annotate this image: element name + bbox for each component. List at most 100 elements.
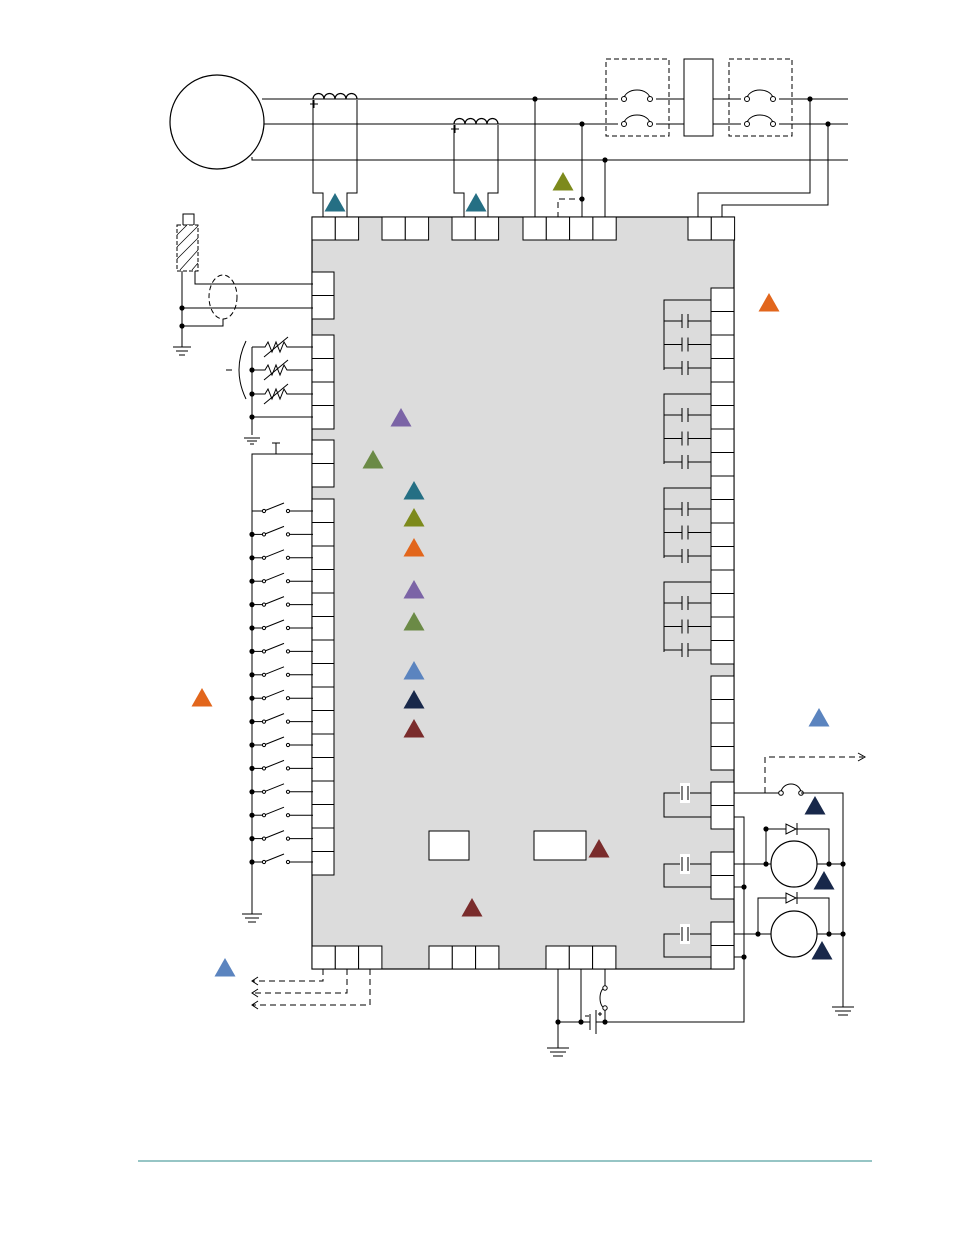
capacitor-gap xyxy=(680,854,690,874)
terminal xyxy=(710,428,735,453)
capacitor-gap xyxy=(680,924,690,944)
terminal xyxy=(710,593,735,618)
terminal xyxy=(311,851,335,876)
terminal xyxy=(710,546,735,571)
terminal xyxy=(311,358,335,383)
terminal xyxy=(311,405,335,430)
terminal xyxy=(475,945,500,970)
capacitor-gap xyxy=(680,783,690,803)
terminal xyxy=(311,639,335,664)
terminal xyxy=(710,746,735,771)
terminal xyxy=(311,663,335,688)
voltage-sensing xyxy=(532,96,608,218)
terminal xyxy=(311,710,335,735)
marker-triangle-list-2 xyxy=(403,508,425,527)
terminal xyxy=(311,295,335,320)
marker-triangle-comm-port xyxy=(588,839,610,858)
relay-common xyxy=(663,299,711,370)
current-transformer-2 xyxy=(451,117,499,218)
terminal xyxy=(311,334,335,359)
common-return xyxy=(605,816,747,1023)
marker-triangle-list-4 xyxy=(403,580,425,599)
contact-switch xyxy=(263,549,285,559)
terminal xyxy=(710,475,735,500)
terminal xyxy=(687,216,712,241)
marker-triangle-ct2 xyxy=(465,193,487,212)
relay-common xyxy=(663,393,711,464)
terminal xyxy=(311,757,335,782)
contact-pin xyxy=(261,813,267,818)
marker-triangle-comm-out xyxy=(214,958,236,977)
terminal xyxy=(311,522,335,547)
contact-switch xyxy=(263,619,285,629)
terminal xyxy=(474,216,500,241)
terminal xyxy=(710,358,735,383)
breaker-right xyxy=(728,58,793,137)
terminal xyxy=(545,945,570,970)
marker-triangle-contact-inputs xyxy=(191,688,213,707)
terminal xyxy=(710,499,735,524)
contact-switch xyxy=(263,736,285,746)
marker-triangle-list-1 xyxy=(403,481,425,500)
terminal xyxy=(710,311,735,336)
terminal xyxy=(311,804,335,829)
contact-pin xyxy=(261,672,267,677)
power-input xyxy=(547,969,608,1057)
marker-triangle-motor2 xyxy=(811,941,833,960)
bus-voltage-taps xyxy=(697,96,831,218)
contact-pin xyxy=(261,719,267,724)
terminal xyxy=(592,945,617,970)
motor-1 xyxy=(734,823,846,888)
terminal xyxy=(710,851,735,876)
terminal xyxy=(545,216,571,241)
contact-switch xyxy=(263,502,285,512)
contact-pin xyxy=(261,625,267,631)
terminal xyxy=(311,592,335,617)
contact-pin xyxy=(261,579,267,584)
terminal xyxy=(311,686,335,711)
contact-switch xyxy=(263,759,285,769)
contact-switch xyxy=(263,713,285,723)
terminal xyxy=(710,781,735,806)
terminal xyxy=(710,216,736,241)
marker-triangle-ct1 xyxy=(324,193,346,212)
marker-triangle-list-6 xyxy=(403,661,425,680)
internal-box-1 xyxy=(428,830,470,861)
terminal xyxy=(311,733,335,758)
terminal xyxy=(311,616,335,641)
terminal xyxy=(522,216,547,241)
contact-switch xyxy=(263,830,285,840)
contact-pin xyxy=(261,532,267,537)
marker-triangle-internal xyxy=(461,898,483,917)
marker-triangle-motor1 xyxy=(813,871,835,890)
terminal xyxy=(311,945,336,970)
marker-triangle-list-5 xyxy=(403,612,425,631)
comm-outputs xyxy=(251,969,371,1010)
terminal xyxy=(710,875,735,900)
marker-triangle-analog-out xyxy=(808,708,830,727)
contact-pin xyxy=(261,508,267,514)
breaker-box xyxy=(683,58,714,137)
contact-switch xyxy=(263,806,285,816)
aux-input xyxy=(251,442,313,914)
terminal xyxy=(568,945,594,970)
terminal xyxy=(311,463,335,488)
contact-pin xyxy=(261,766,267,771)
terminal xyxy=(710,381,735,406)
reference-markers xyxy=(191,172,835,977)
contact-pin xyxy=(261,836,267,841)
terminal xyxy=(428,945,453,970)
terminal xyxy=(710,287,735,312)
contact-switch xyxy=(263,666,285,676)
terminal xyxy=(311,216,336,241)
generator xyxy=(169,74,265,170)
terminal xyxy=(710,405,735,430)
contact-switch xyxy=(263,596,285,606)
magnetic-pickup xyxy=(176,213,313,347)
marker-triangle-list-3 xyxy=(403,538,425,557)
terminal xyxy=(592,216,617,241)
terminal xyxy=(710,699,735,724)
terminal xyxy=(358,945,383,970)
contact-pin xyxy=(261,555,267,560)
